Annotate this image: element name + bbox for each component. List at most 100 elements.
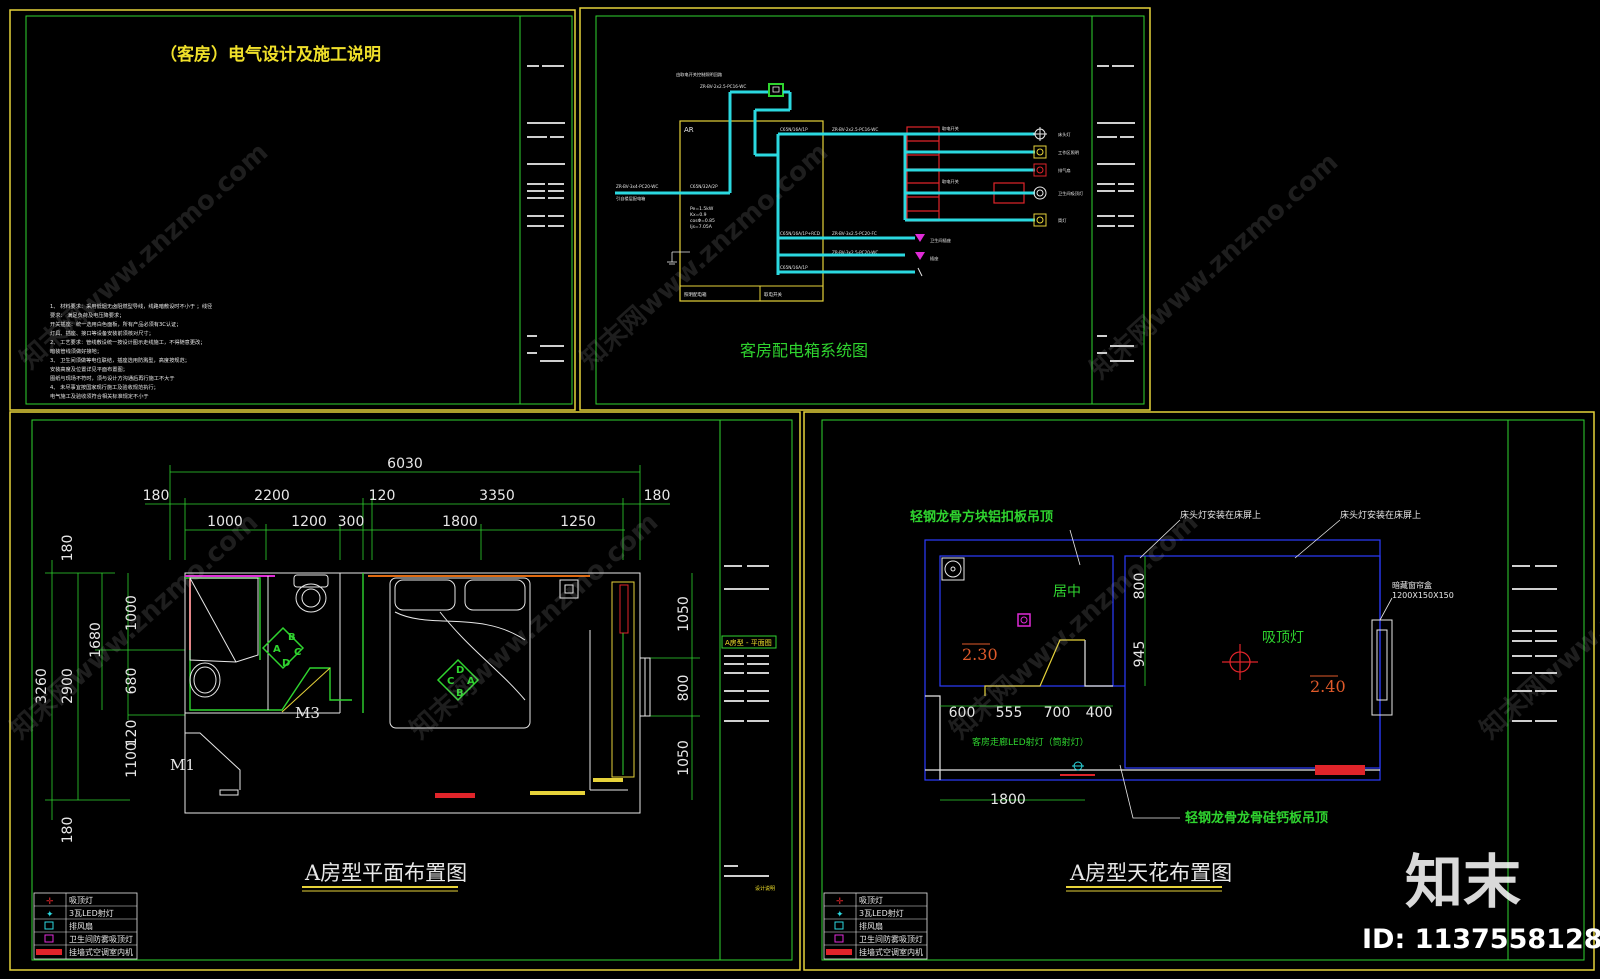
- load-line: Pe=1.5kW: [690, 206, 714, 212]
- dim-label: 1050: [676, 740, 692, 776]
- dim-label: 3350: [479, 488, 515, 504]
- circuit-breaker-label: C65N/16A/1P: [780, 265, 808, 270]
- watermark-text: 知末网www.znzmo.com: [945, 507, 1205, 745]
- incoming-cable-label: ZR-BV-3x4-PC20-WC: [616, 184, 658, 189]
- door-m3-swing: [281, 667, 331, 713]
- notes-body: 1、 材料要求：采用低烟无卤阻燃型导线，线路暗敷设时不小于 ；线径 要求： 满足…: [50, 302, 212, 400]
- bed-icon: [389, 577, 531, 729]
- downlight-icon: [1033, 213, 1047, 227]
- legend-bath-lamp-icon: [834, 934, 844, 943]
- dim-label: 400: [1086, 705, 1113, 721]
- toilet-icon: [293, 574, 329, 613]
- notes-sheet: （客房）电气设计及施工说明 1、 材料要求：采用低烟无卤阻燃型导线，线路暗敷设时…: [50, 44, 381, 400]
- dim-label: 600: [949, 705, 976, 721]
- system-sheet: AR 照明配电箱 取电开关 Pe=1.5kW Kx=0.9 cosΦ=0.85 …: [615, 71, 1084, 360]
- load-labels: 床头灯 工作区照明 排气扇 卫生间吸顶灯 筒灯 卫生间插座 插座: [930, 131, 1084, 262]
- dim-label: 680: [124, 668, 140, 695]
- brand-logo-text: 知末: [1405, 848, 1521, 916]
- load-label: 卫生间插座: [930, 237, 951, 244]
- key-card-switch-icon: [768, 83, 784, 97]
- legend-ac-unit-icon: [36, 949, 62, 955]
- ceiling-labels: 轻钢龙骨方块铝扣板吊顶 轻钢龙骨龙骨硅钙板吊顶 床头灯安装在床屏上 床头灯安装在…: [910, 509, 1454, 826]
- top-note: 由取电开关控制照明回路: [676, 71, 723, 78]
- legend-led-spot-icon: ✦: [836, 910, 844, 920]
- label-led-downlight: 客房走廊LED射灯（筒射灯）: [972, 736, 1089, 748]
- notes-line: 要求： 满足负荷及电压降要求；: [50, 311, 124, 319]
- plan-dimension-labels: 6030 180 2200 120 3350 180 1000 1200 300…: [34, 456, 692, 843]
- load-symbols: [915, 127, 1047, 277]
- dim-label: 800: [1132, 573, 1148, 600]
- tag-letter: A: [273, 644, 281, 655]
- legend-label: 吸顶灯: [859, 895, 883, 905]
- legend-label: 排风扇: [69, 921, 93, 931]
- distribution-box: [679, 120, 824, 302]
- notes-line: 1、 材料要求：采用低烟无卤阻燃型导线，线路暗敷设时不小于 ；线径: [50, 302, 212, 310]
- legend-ceiling: ✛ ✦ 吸顶灯 3瓦LED射灯 排风扇 卫生间防雾吸顶灯 挂墙式空调室内机: [823, 892, 928, 960]
- door-tag-m1: M1: [170, 756, 195, 774]
- title-block-marks: [527, 65, 1557, 877]
- legend-label: 卫生间防雾吸顶灯: [859, 934, 923, 944]
- work-light-icon: [1033, 145, 1047, 159]
- notes-line: 安装高度及位置详见平面布置图；: [50, 365, 128, 373]
- legend-label: 挂墙式空调室内机: [69, 947, 133, 957]
- plan-sheet: 6030 180 2200 120 3350 180 1000 1200 300…: [34, 456, 777, 892]
- notes-line: 3、 卫生间须做等电位联结，插座选用防溅型，高度按规范；: [50, 356, 190, 364]
- ceiling-walls: [924, 539, 1381, 781]
- switch-block: [906, 126, 1025, 222]
- dim-label: 120: [369, 488, 396, 504]
- ceiling-dimensions: [940, 556, 1146, 801]
- dim-label: 1050: [676, 596, 692, 632]
- phone-icon: [559, 579, 579, 599]
- door-tag-m3: M3: [295, 704, 320, 722]
- level-room: 2.40: [1310, 677, 1346, 696]
- load-line: cosΦ=0.85: [690, 218, 715, 224]
- tag-letter: B: [288, 632, 296, 643]
- load-label: 排气扇: [1058, 167, 1071, 174]
- dim-label: 1200: [291, 514, 327, 530]
- curtain-box: [1371, 619, 1393, 716]
- legend-label: 排风扇: [859, 921, 883, 931]
- dim-overall-depth: 3260: [34, 668, 50, 704]
- legend-exhaust-fan-icon: [44, 921, 54, 930]
- shower-tray-icon: [189, 577, 259, 663]
- label-bedlight: 床头灯安装在床屏上: [1180, 509, 1261, 521]
- dim-label: 555: [996, 705, 1023, 721]
- label-curtain-size: 1200X150X150: [1392, 591, 1454, 600]
- dim-label: 1100: [124, 742, 140, 778]
- tag-letter: D: [282, 658, 290, 669]
- load-label: 插座: [930, 255, 938, 262]
- leader-lines: [1069, 519, 1393, 819]
- notes-line: 2、 工艺要求：管线敷设统一按设计图示走线施工，不得随意更改；: [50, 338, 205, 346]
- legend-label: 卫生间防雾吸顶灯: [69, 934, 133, 944]
- tag-letter: C: [447, 676, 454, 687]
- box-label: AR: [684, 126, 694, 134]
- watermark-text: 知末网www.znzmo.com: [1085, 147, 1345, 385]
- branch-lines: [905, 132, 1035, 222]
- socket-icon: [915, 252, 925, 260]
- wash-basin-icon: [189, 662, 221, 698]
- legend-ceiling-lamp-icon: ✛: [836, 897, 844, 907]
- circuit-cable-label: ZR-BV-3x2.5-PC20-FC: [832, 231, 877, 236]
- dim-overall-width: 6030: [387, 456, 423, 472]
- ceiling-title: A房型天花布置图: [1069, 861, 1232, 885]
- dim-label: 945: [1132, 641, 1148, 668]
- dim-label: 2900: [60, 668, 76, 704]
- dim-label: 1000: [124, 595, 140, 631]
- label-curtain-box: 暗藏窗帘盒: [1392, 580, 1432, 590]
- exhaust-fan-icon: [1033, 163, 1047, 177]
- box-footer-left: 照明配电箱: [684, 291, 707, 298]
- dim-label: 700: [1044, 705, 1071, 721]
- dim-label: 1800: [442, 514, 478, 530]
- notes-line: 暗装管线须做好接地；: [50, 347, 102, 355]
- room-tag-bath: A B C D: [261, 626, 305, 670]
- switch-label: 取电开关: [942, 125, 959, 132]
- legend-label: 挂墙式空调室内机: [859, 947, 923, 957]
- legend-bath-lamp-icon: [44, 934, 54, 943]
- circuit-breaker-label: C65N/16A/1P+RCD: [780, 231, 820, 236]
- load-label: 工作区照明: [1058, 149, 1079, 156]
- level-bath: 2.30: [962, 645, 998, 664]
- incoming-feeder: ZR-BV-3x4-PC20-WC 引自楼层配电箱 C65N/32A/2P ZR…: [615, 71, 792, 275]
- notes-line: 灯具、插座、接口等设备安装前须核对尺寸；: [50, 329, 154, 337]
- dim-label: 2200: [254, 488, 290, 504]
